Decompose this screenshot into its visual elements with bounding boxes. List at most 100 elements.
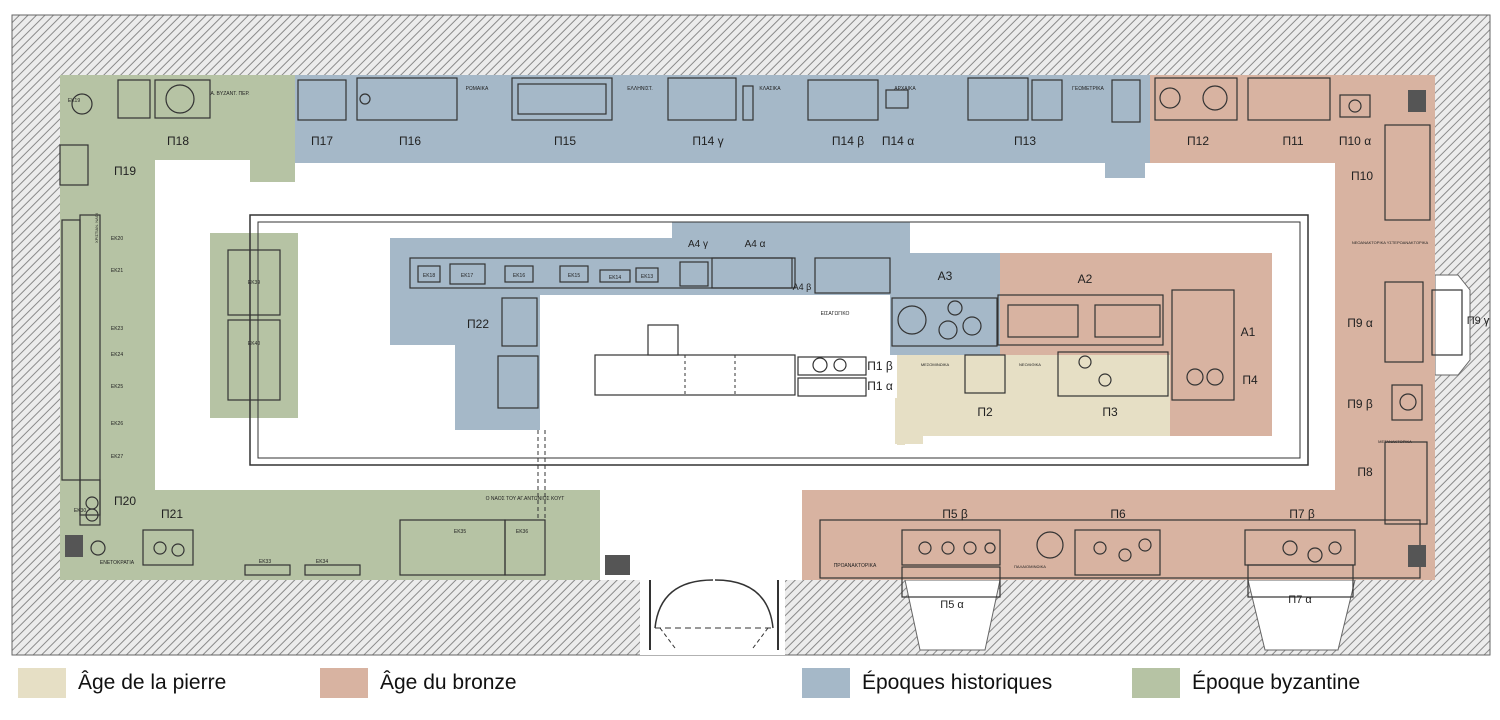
case-a4b <box>814 257 891 294</box>
room-label-p14a: Π14 α <box>882 134 914 148</box>
case-label-ek15: ΕΚ15 <box>568 273 580 279</box>
period-label-neolithika: ΝΕΟΛΙΘΙΚΑ <box>1019 362 1041 367</box>
legend-swatch-historic <box>802 668 850 698</box>
case-a3 <box>891 297 998 347</box>
case-p18-b <box>154 79 211 119</box>
case-label-ek25: ΕΚ25 <box>111 384 123 390</box>
case-label-ek18: ΕΚ18 <box>423 273 435 279</box>
case-label-ek23: ΕΚ23 <box>111 326 123 332</box>
case-p1b <box>797 356 867 376</box>
object-circle <box>941 541 955 555</box>
zone-stone-note-2 <box>895 398 923 444</box>
case-p3 <box>1057 351 1169 397</box>
object-circle <box>1159 87 1181 109</box>
object-circle <box>1078 355 1092 369</box>
case-p14a <box>885 89 909 109</box>
case-ek40 <box>227 319 281 401</box>
case-p13-b <box>1031 79 1063 121</box>
pillar-marker <box>65 535 83 557</box>
pillar-marker <box>605 555 630 575</box>
legend-label-stone: Âge de la pierre <box>78 671 227 694</box>
room-label-a3: A3 <box>938 269 953 283</box>
case-ek17 <box>449 263 486 285</box>
case-label-ek33: ΕΚ33 <box>259 559 271 565</box>
zone-byzantine-bottom <box>60 490 600 580</box>
case-ek18 <box>417 265 441 283</box>
room-label-p3: Π3 <box>1102 405 1118 419</box>
case-label-ek16: ΕΚ16 <box>513 273 525 279</box>
room-label-p17: Π17 <box>311 134 333 148</box>
case-label-ek20: ΕΚ20 <box>111 236 123 242</box>
room-label-p7a: Π7 α <box>1288 594 1312 606</box>
room-label-p2: Π2 <box>977 405 993 419</box>
case-p12 <box>1154 77 1238 121</box>
room-label-p1b: Π1 β <box>867 359 893 373</box>
case-p5a <box>901 566 1001 598</box>
period-label-proanaktorika: ΠΡΟΑΝΑΚΤΟΡΙΚΑ <box>834 563 877 569</box>
case-a2 <box>997 294 1164 346</box>
period-label-geometrika: ΓΕΩΜΕΤΡΙΚΑ <box>1072 86 1104 92</box>
room-label-p5a: Π5 α <box>940 599 964 611</box>
case-p21 <box>142 529 194 566</box>
case-label-ek40: ΕΚ40 <box>248 341 260 347</box>
room-label-p10: Π10 <box>1351 169 1373 183</box>
case-bottom-2 <box>304 564 361 576</box>
room-label-p12: Π12 <box>1187 134 1209 148</box>
object-circle <box>1093 541 1107 555</box>
period-label-archaika: ΑΡΧΑΙΚΑ <box>894 86 916 92</box>
room-label-p18: Π18 <box>167 134 189 148</box>
case-label-ek24: ΕΚ24 <box>111 352 123 358</box>
zone-stone-center-2 <box>897 355 1170 445</box>
period-label-romaika: ΡΩΜΑΙΚΑ <box>466 86 489 92</box>
case-left-2 <box>79 214 101 516</box>
atrium-outline-inner <box>257 221 1301 459</box>
object-circle <box>962 316 982 336</box>
case-label-ek14: ΕΚ14 <box>609 275 621 281</box>
case-ek15 <box>559 265 589 283</box>
case-label-ek26: ΕΚ26 <box>111 421 123 427</box>
case-p6 <box>1074 529 1161 576</box>
case-ek16 <box>504 265 534 283</box>
zone-historic-center-2 <box>390 222 1000 430</box>
object-circle <box>1202 85 1228 111</box>
period-label-klasika: ΚΛΑΣΙΚΑ <box>759 86 781 92</box>
case-row-center <box>409 257 796 289</box>
case-ek6 <box>1094 304 1161 338</box>
zone-historic-top <box>295 75 1150 163</box>
object-circle <box>1348 99 1362 113</box>
case-bottom-1 <box>244 564 291 576</box>
case-label-ek30: ΕΚ30 <box>74 508 86 514</box>
object-circle <box>1098 373 1112 387</box>
case-p15 <box>511 77 613 121</box>
pillar-marker <box>1408 545 1426 567</box>
case-p14b <box>807 79 879 121</box>
object-circle <box>984 542 996 554</box>
room-label-p1a: Π1 α <box>867 379 893 393</box>
room-label-p5b: Π5 β <box>942 507 968 521</box>
object-circle <box>897 305 927 335</box>
case-p15-in <box>517 83 607 115</box>
case-p17 <box>297 79 347 121</box>
case-ek39 <box>227 249 281 316</box>
period-label-ellinist: ΕΛΛΗΝΙΣΤ. <box>627 86 653 92</box>
room-label-p9a: Π9 α <box>1347 316 1373 330</box>
room-label-p22: Π22 <box>467 317 489 331</box>
central-platform-top <box>647 324 679 356</box>
case-label-ek39: ΕΚ39 <box>248 280 260 286</box>
case-label-ek27: ΕΚ27 <box>111 454 123 460</box>
object-circle <box>1399 393 1417 411</box>
object-circle <box>1036 531 1064 559</box>
central-platform <box>594 354 796 396</box>
object-circle <box>1282 540 1298 556</box>
room-label-p9b: Π9 β <box>1347 397 1373 411</box>
window-niche-left <box>904 579 1001 651</box>
case-p1a <box>797 377 867 397</box>
zone-bronze-bottom <box>802 490 1435 580</box>
room-label-a1: A1 <box>1241 325 1256 339</box>
case-label-ek34: ΕΚ34 <box>316 559 328 565</box>
case-label-ek36: ΕΚ36 <box>516 529 528 535</box>
object-circle <box>165 84 195 114</box>
room-label-p16: Π16 <box>399 134 421 148</box>
case-label-ek21: ΕΚ21 <box>111 268 123 274</box>
case-p13-a <box>967 77 1029 121</box>
